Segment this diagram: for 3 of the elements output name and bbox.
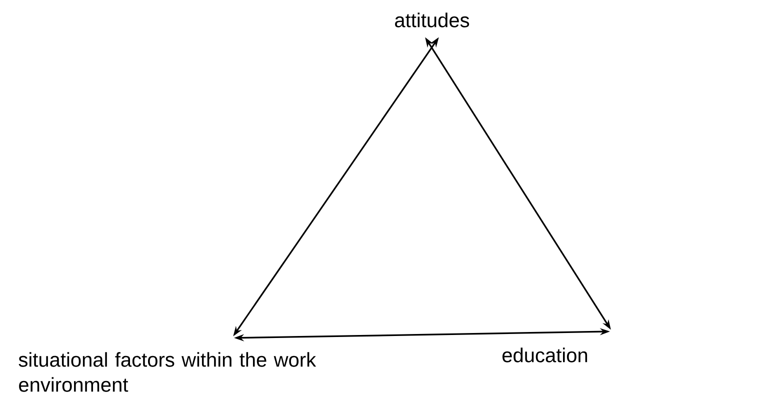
label-text: attitudes	[395, 12, 470, 28]
label-text: situational factors within the work environment	[18, 352, 316, 392]
label-text: education	[502, 348, 588, 362]
